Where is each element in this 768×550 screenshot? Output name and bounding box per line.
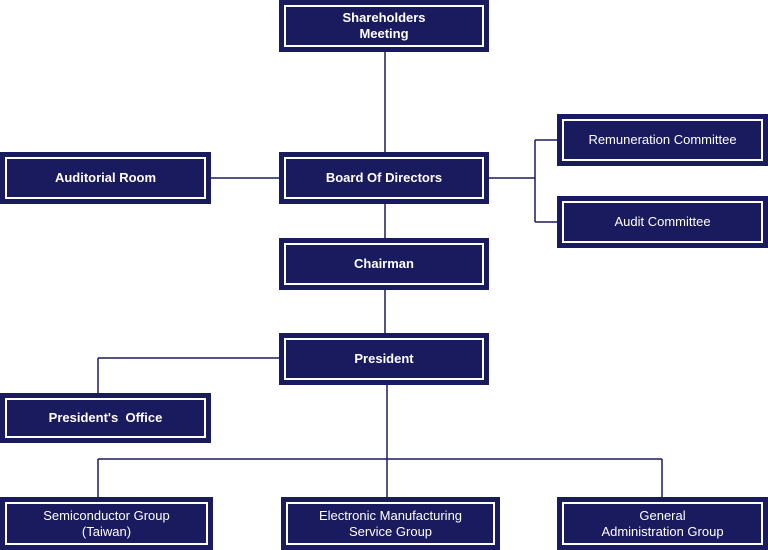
node-semiconductor-group: Semiconductor Group (Taiwan) [0,497,213,550]
node-remuneration-committee: Remuneration Committee [557,114,768,166]
node-shareholders-meeting: Shareholders Meeting [279,0,489,52]
node-chairman-label: Chairman [354,256,414,271]
node-ems-line1: Electronic Manufacturing [318,507,463,523]
node-board-label: Board Of Directors [325,170,443,185]
node-president-label: President [354,351,414,366]
node-presidents-office: President's Office [0,393,211,443]
node-shareholders-line1: Shareholders [342,10,426,25]
node-audit-committee: Audit Committee [557,196,768,248]
node-chairman: Chairman [279,238,489,290]
node-audit-label: Audit Committee [614,214,711,229]
node-auditorial-label: Auditorial Room [54,170,157,185]
node-shareholders-line2: Meeting [359,26,409,41]
node-general-admin-group: General Administration Group [557,497,768,550]
node-president: President [279,333,489,385]
node-presidents-office-label: President's Office [48,410,163,425]
node-semiconductor-line2: (Taiwan) [81,523,132,539]
node-general-admin-line1: General [639,507,686,523]
node-general-admin-line2: Administration Group [601,523,724,539]
node-remuneration-label: Remuneration Committee [588,132,737,147]
node-ems-group: Electronic Manufacturing Service Group [281,497,500,550]
node-board-of-directors: Board Of Directors [279,152,489,204]
node-ems-line2: Service Group [348,523,433,539]
node-auditorial-room: Auditorial Room [0,152,211,204]
node-semiconductor-line1: Semiconductor Group [43,507,170,523]
